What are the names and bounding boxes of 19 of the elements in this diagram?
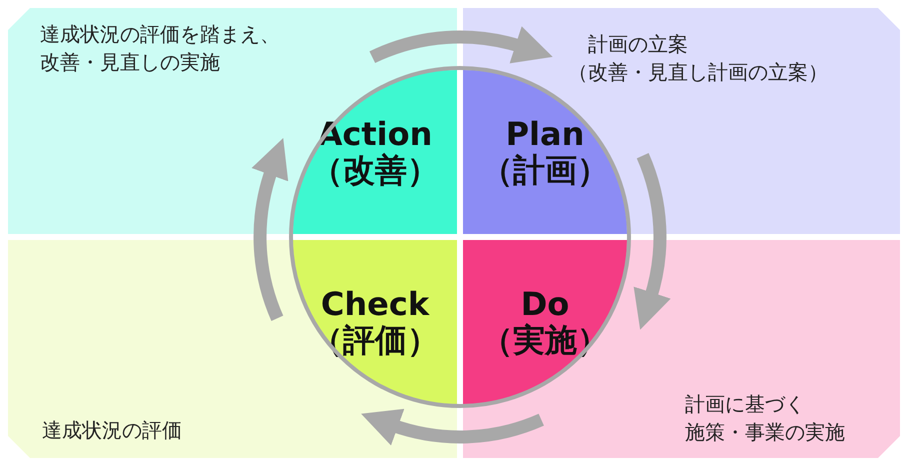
cycle-arrow (360, 408, 544, 446)
description-text: 達成状況の評価 (42, 417, 182, 444)
phase-label: （改善） (311, 152, 439, 188)
phase-label: （計画） (481, 152, 609, 188)
description-text: 計画に基づく (685, 391, 805, 418)
description-text: 達成状況の評価を踏まえ、改善・見直しの実施 (40, 21, 281, 76)
cycle-arrow (370, 26, 554, 64)
quadrant-panel (8, 240, 457, 458)
phase-name: Check (320, 286, 430, 322)
cycle-arrow (252, 137, 289, 321)
cycle-arrow (632, 153, 671, 330)
phase-name: Plan (506, 116, 584, 152)
quadrant-panel (463, 240, 900, 458)
description-text: 施策・事業の実施 (685, 419, 845, 446)
phase-name: Do (520, 286, 570, 322)
quadrant-panel (463, 8, 900, 234)
description-text: 計画の立案 (588, 31, 688, 58)
quadrant-panel (8, 8, 457, 234)
description-text: （改善・見直し計画の立案） (568, 59, 828, 86)
